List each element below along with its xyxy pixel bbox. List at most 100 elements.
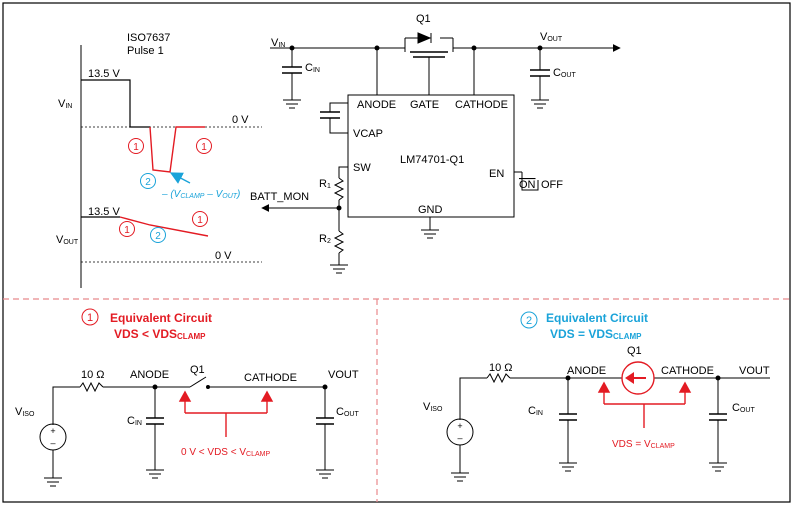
iso-title: ISO7637 [127,32,170,44]
pin-en: EN [489,168,504,180]
vout-label: VOUT [540,31,563,43]
marker-2-icon [520,311,538,329]
vin-level-label: 13.5 V [88,68,120,80]
eq2-anode-label: ANODE [567,365,606,377]
eq1-res-label: 10 Ω [81,369,105,381]
vout-zero-label: 0 V [215,250,232,262]
marker-1-icon [128,138,144,154]
eq2-q1-label: Q1 [627,345,642,357]
svg-text:1: 1 [197,215,203,226]
eq2-res-label: 10 Ω [489,362,513,374]
vout-level-label: 13.5 V [88,206,120,218]
waveform-panel: ISO7637 Pulse 1 VIN 13.5 V 0 V 1 1 2 – (… [56,32,262,288]
marker-2-icon [140,173,156,189]
cout-label: COUT [553,67,576,79]
svg-text:2: 2 [155,231,161,242]
ground-icon [531,99,549,109]
eq2-cin-label: CIN [528,405,543,417]
equivalent-circuit-2: 2 Equivalent Circuit VDS = VDSCLAMP + – [423,311,770,482]
ground-icon [44,477,62,487]
svg-text:2: 2 [526,315,532,327]
arrow-up-icon [260,390,274,402]
vout-droop [119,216,209,237]
switch-q1-icon [189,376,207,388]
vin-label: VIN [271,37,285,49]
pin-anode: ANODE [357,99,396,111]
svg-text:–: – [50,438,55,448]
clamp-arrow [169,172,191,184]
vout-wave-label: VOUT [56,234,79,246]
svg-text:–: – [457,433,462,443]
svg-text:1: 1 [87,312,93,324]
cin-label: CIN [305,62,320,74]
eq2-vds-label: VDS = VCLAMP [612,439,675,450]
vin-pulse [149,126,205,173]
main-schematic: Q1 VIN VOUT CIN [250,13,621,274]
marker-1-icon [81,308,99,326]
ic-name: LM74701-Q1 [400,154,464,166]
eq1-range-label: 0 V < VDS < VCLAMP [181,447,270,458]
eq1-cout-label: COUT [336,406,359,418]
equivalent-circuit-1: 1 Equivalent Circuit VDS < VDSCLAMP [15,308,359,487]
off-label: OFF [541,179,563,191]
eq1-vout-label: VOUT [328,369,359,381]
resistor-10ohm-icon [79,381,104,393]
pin-gate: GATE [410,99,439,111]
svg-text:+: + [457,421,462,431]
pin-cathode: CATHODE [455,99,508,111]
eq2-title: Equivalent Circuit [546,311,648,325]
marker-1-icon [192,211,208,227]
current-source-icon [621,361,655,395]
eq2-cathode-label: CATHODE [661,365,714,377]
svg-text:1: 1 [201,142,207,153]
eq1-cathode-label: CATHODE [244,372,297,384]
ground-icon [451,472,469,482]
ground-icon [146,469,164,479]
ground-icon [330,264,348,274]
eq1-anode-label: ANODE [130,369,169,381]
svg-text:+: + [50,426,55,436]
arrow-up-icon [178,390,192,402]
pin-sw: SW [353,162,371,174]
eq1-title: Equivalent Circuit [110,311,212,325]
vin-zero-label: 0 V [232,114,249,126]
lm74701-ic [347,94,515,218]
batt-mon-label: BATT_MON [250,191,309,203]
ground-icon [559,462,577,472]
eq1-q1-label: Q1 [190,364,205,376]
eq2-condition: VDS = VDSCLAMP [550,327,642,341]
ground-icon [283,99,301,109]
r2-label: R2 [319,233,331,245]
on-label: ON [519,179,536,191]
eq2-viso-label: VISO [423,401,443,413]
svg-text:2: 2 [145,177,151,188]
arrow-up-icon [678,381,692,393]
eq1-condition: VDS < VDSCLAMP [114,327,206,341]
clamp-annotation: – (VCLAMP – VOUT) [161,189,240,200]
resistor-10ohm-icon [486,372,511,384]
eq2-cout-label: COUT [732,402,755,414]
svg-text:1: 1 [133,142,139,153]
mosfet-q1-icon [404,32,454,95]
ground-icon [709,462,727,472]
vin-waveform [81,79,150,128]
ground-icon [421,229,439,239]
svg-text:1: 1 [124,225,130,236]
r1-label: R1 [319,178,331,190]
r1-resistor-icon [333,177,345,201]
pin-gnd: GND [418,204,443,216]
vin-wave-label: VIN [58,98,72,110]
marker-2-icon [150,227,166,243]
eq1-viso-label: VISO [15,406,35,418]
eq1-cin-label: CIN [127,415,142,427]
q1-label: Q1 [416,13,431,25]
r2-resistor-icon [333,230,345,254]
eq2-vout-label: VOUT [739,365,770,377]
iso-subtitle: Pulse 1 [127,45,164,57]
marker-1-icon [119,221,135,237]
marker-1-icon [196,138,212,154]
ground-icon [316,469,334,479]
arrow-up-icon [597,381,611,393]
